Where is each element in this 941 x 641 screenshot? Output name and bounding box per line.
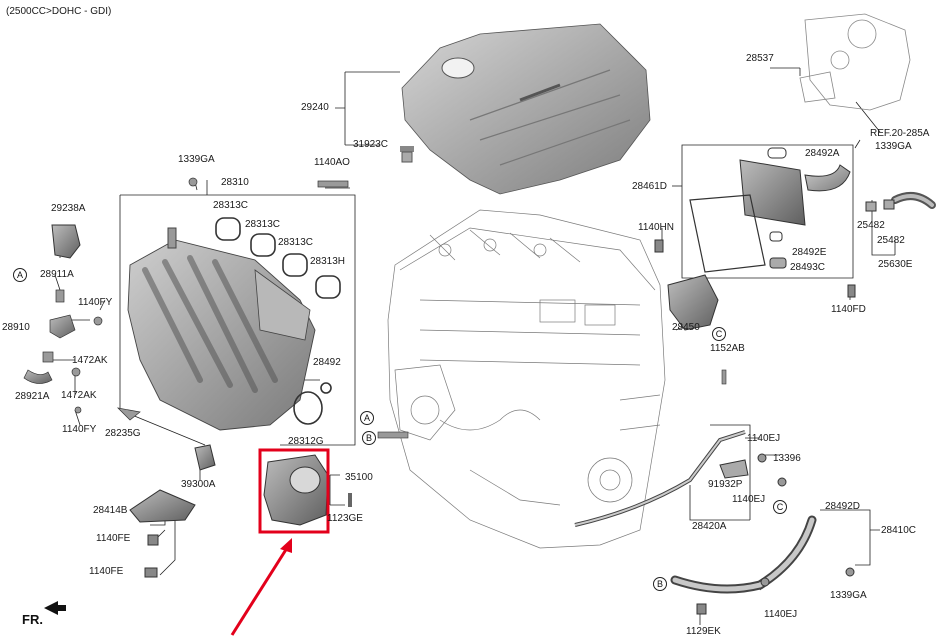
callout-a-engine: A [360,411,374,425]
part-label-1472AK-1: 1472AK [72,355,108,366]
part-label-39300A: 39300A [181,479,216,490]
part-label-29240: 29240 [301,102,329,113]
part-label-ref-20-285A: REF.20-285A [870,128,930,139]
part-label-28492A: 28492A [805,148,840,159]
sensor-parts [377,369,727,439]
grommet-part [400,146,414,163]
part-label-1140EJ-3: 1140EJ [764,609,798,620]
part-label-28410C: 28410C [881,525,917,536]
pointer-arrow [230,538,292,636]
part-label-1152AB: 1152AB [710,343,745,354]
purge-valve-part [51,224,81,259]
engine-mount-part [799,13,911,111]
part-label-1140EJ-1: 1140EJ [747,433,781,444]
callout-b-right: B [653,577,667,591]
front-arrow-icon [44,601,66,615]
part-label-1140FE-2: 1140FE [89,566,124,577]
bracket-39300A-part [194,444,216,471]
part-label-28313C-2: 28313C [245,219,281,230]
egr-pipe-part [574,430,787,527]
part-label-28910: 28910 [2,322,30,333]
engine-block-part [387,209,666,549]
part-label-25482-2: 25482 [877,235,905,246]
part-label-28537: 28537 [746,53,774,64]
part-label-31923C: 31923C [353,139,389,150]
water-outlet-part [654,239,856,331]
part-label-28911A: 28911A [40,269,74,280]
intake-gaskets [215,217,341,425]
part-label-28235G: 28235G [105,428,141,439]
egr-tube-part [670,515,855,615]
part-label-1339GA-r1: 1339GA [875,141,912,152]
part-label-25630E: 25630E [878,259,913,270]
part-label-28414B: 28414B [93,505,128,516]
part-label-28492: 28492 [313,357,341,368]
part-label-28492E: 28492E [792,247,827,258]
part-label-28492D: 28492D [825,501,861,512]
part-label-35100: 35100 [345,472,373,483]
small-hardware [23,177,349,421]
callout-b-engine: B [362,431,376,445]
part-label-1123GE: 1123GE [327,513,363,524]
intake-manifold-part [127,227,316,431]
part-label-28313C-1: 28313C [213,200,249,211]
part-label-28420A: 28420A [692,521,727,532]
part-label-28312G: 28312G [288,436,324,447]
front-orientation-label: FR. [22,612,43,627]
part-label-1140FY-1: 1140FY [78,297,113,308]
part-label-1339GA-top: 1339GA [178,154,215,165]
egr-cooler-part [689,147,851,273]
coolant-hose-part [865,192,936,212]
part-label-28310: 28310 [221,177,249,188]
part-label-1140AO: 1140AO [314,157,350,168]
callout-c-pipe: C [773,500,787,514]
bracket-28414B-part [129,489,196,578]
part-label-1339GA-r2: 1339GA [830,590,867,601]
part-label-1472AK-2: 1472AK [61,390,97,401]
callout-c-outlet: C [712,327,726,341]
part-label-28461D: 28461D [632,181,668,192]
part-label-13396: 13396 [773,453,801,464]
part-label-1140EJ-2: 1140EJ [732,494,766,505]
part-label-1140FY-2: 1140FY [62,424,97,435]
part-label-29238A: 29238A [51,203,86,214]
part-label-1140FE-1: 1140FE [96,533,131,544]
part-label-91932P: 91932P [708,479,743,490]
part-label-28450: 28450 [672,322,700,333]
highlight-box [258,448,330,534]
part-label-1140FD: 1140FD [831,304,866,315]
part-label-25482-1: 25482 [857,220,885,231]
part-label-1140HN: 1140HN [638,222,674,233]
page-title: (2500CC>DOHC - GDI) [6,6,112,17]
part-label-28493C: 28493C [790,262,826,273]
part-label-28921A: 28921A [15,391,50,402]
callout-a-left: A [13,268,27,282]
engine-cover-part [401,23,651,195]
throttle-body-part [263,454,352,526]
part-label-1129EK: 1129EK [686,626,721,637]
part-label-28313C-3: 28313C [278,237,314,248]
part-label-28313H: 28313H [310,256,346,267]
